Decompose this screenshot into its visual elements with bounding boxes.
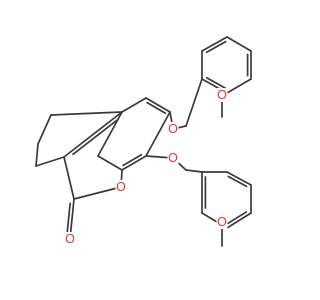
atom-o-ether-top: O xyxy=(167,122,179,136)
bond-a1-a7 xyxy=(145,111,171,157)
bond-l4-l5-double xyxy=(227,211,248,225)
atom-o-methoxy-top: O xyxy=(216,88,228,102)
atom-label-o-methoxy-top: O xyxy=(217,88,227,102)
atom-label-o-methoxy-lower: O xyxy=(217,215,227,229)
atom-o-ether-lower: O xyxy=(167,151,179,165)
atom-label-layer: O O O O O O xyxy=(64,88,228,246)
bond-c3-a3 xyxy=(63,111,123,158)
atom-o-ring: O xyxy=(115,180,127,194)
bond-c1-c2 xyxy=(35,143,39,167)
bond-c3-a3-double xyxy=(72,119,118,156)
bond-a3-c9 xyxy=(50,111,123,116)
bond-a7-a6 xyxy=(121,155,147,171)
bond-a6-a5 xyxy=(97,155,123,171)
bond-l4-l5 xyxy=(226,212,252,229)
bond-a3-a2 xyxy=(121,97,147,113)
bond-t1-t2 xyxy=(201,36,228,52)
bond-c9-c1 xyxy=(37,114,52,145)
bond-t5-t6-double xyxy=(205,76,227,90)
bond-a7-a6-double xyxy=(122,153,143,167)
bond-layer xyxy=(35,36,252,247)
chemical-structure: O O O O O O xyxy=(35,36,252,247)
bond-ch2b-l1 xyxy=(185,169,203,173)
bond-l2-l3 xyxy=(226,171,252,186)
bond-ring_o-c4 xyxy=(73,186,122,200)
atom-label-o-ether-top: O xyxy=(168,122,178,136)
bond-t1-t2-double xyxy=(205,40,227,54)
bond-t4-t5 xyxy=(226,78,252,94)
bond-t2-t3 xyxy=(226,36,252,52)
bond-c4-c3 xyxy=(63,156,75,200)
bond-c4-o_c-double xyxy=(66,202,71,235)
bond-a2-a1-double xyxy=(146,101,167,115)
bond-c2-c3 xyxy=(35,156,65,167)
bond-a5-a3 xyxy=(97,111,123,157)
bond-a2-a1 xyxy=(145,97,171,113)
bond-l2-l3-double xyxy=(227,175,248,188)
atom-o-methoxy-lower: O xyxy=(216,215,228,229)
atom-label-o-ring: O xyxy=(116,180,126,194)
atom-label-o-ether-lower: O xyxy=(168,151,178,165)
bond-ch2a-t6 xyxy=(185,78,203,127)
atom-label-o-carbonyl: O xyxy=(65,232,75,246)
atom-o-carbonyl: O xyxy=(64,232,76,246)
